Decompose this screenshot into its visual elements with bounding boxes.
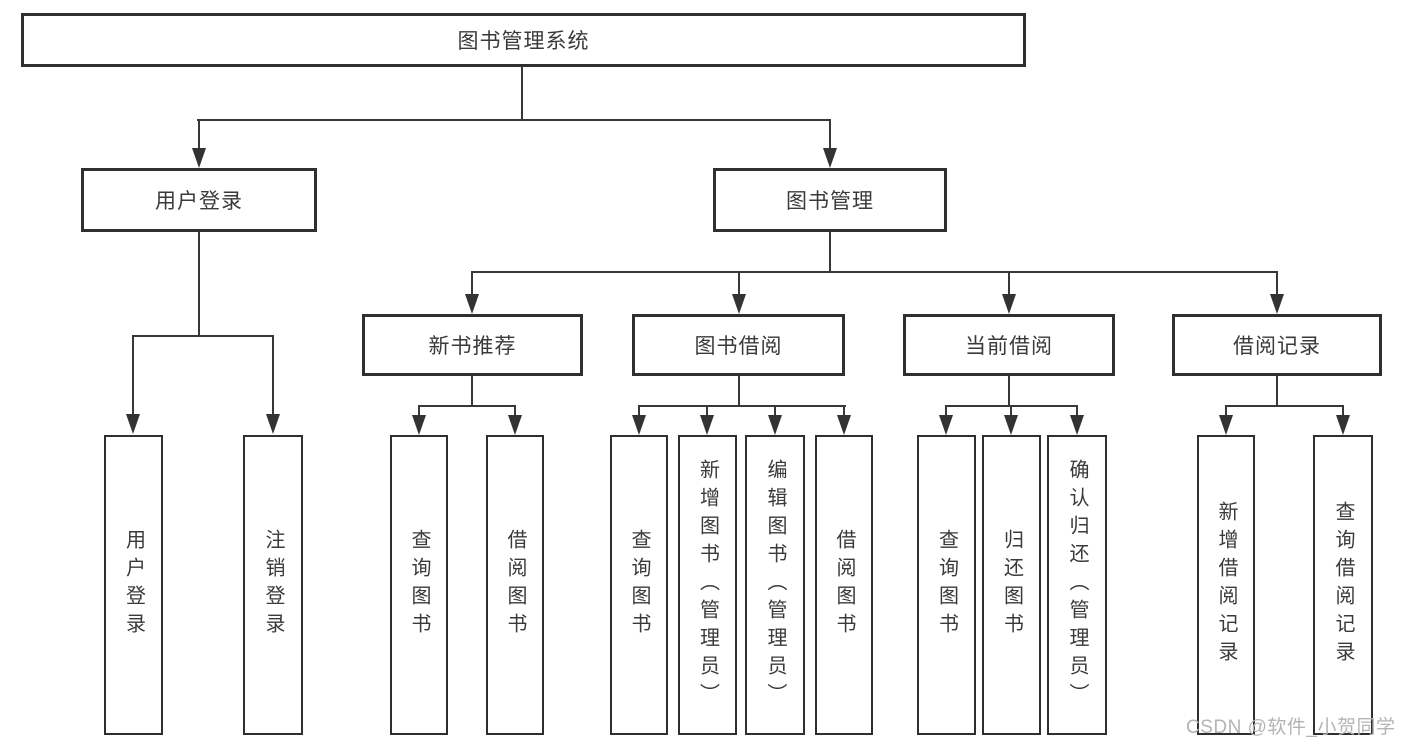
arrow-down-icon [192, 148, 206, 168]
leaf-label: 注销登录 [262, 529, 284, 641]
leaf-query-books: 查询图书 [610, 435, 668, 735]
watermark: CSDN @软件_小贺同学 [1186, 717, 1396, 738]
arrow-down-icon [1270, 294, 1284, 314]
node-current-borrowing: 当前借阅 [903, 314, 1115, 376]
arrow-down-icon [632, 415, 646, 435]
connector-group-stem [471, 376, 473, 407]
leaf-query-books: 查询图书 [390, 435, 448, 735]
connector-leaf-stem [514, 405, 516, 417]
leaf-label: 查询图书 [935, 529, 958, 641]
leaf-edit-books-admin: 编辑图书（管理员） [745, 435, 805, 735]
node-book-borrowing-label: 图书借阅 [694, 335, 783, 358]
connector-group-stem [738, 376, 740, 407]
arrow-down-icon [1219, 415, 1233, 435]
connector-leaf-stem [1342, 405, 1344, 417]
leaf-label: 确认归还（管理员） [1066, 459, 1088, 711]
leaf-label: 新增图书（管理员） [696, 459, 719, 711]
connector-l3-stem [1276, 271, 1278, 296]
arrow-down-icon [1004, 415, 1018, 435]
arrow-down-icon [412, 415, 426, 435]
arrow-down-icon [126, 414, 140, 434]
arrow-down-icon [823, 148, 837, 168]
connector-user-login-stem [198, 119, 200, 150]
leaf-label: 用户登录 [122, 529, 145, 641]
connector-leaf-stem [706, 405, 708, 417]
connector-leaf-stem [945, 405, 947, 417]
leaf-label: 借阅图书 [504, 529, 526, 641]
connector-group-hline [418, 405, 516, 407]
leaf-query-books: 查询图书 [917, 435, 976, 735]
arrow-down-icon [266, 414, 280, 434]
leaf-user-login: 用户登录 [104, 435, 163, 735]
connector-leaf-stem [132, 335, 134, 415]
node-book-management-label: 图书管理 [786, 190, 874, 213]
connector-user-login-down [198, 232, 200, 337]
connector-l3-stem [738, 271, 740, 296]
connector-book-mgmt-stem [829, 119, 831, 150]
connector-root-stem [521, 66, 523, 120]
connector-book-mgmt-down [829, 232, 831, 273]
node-book-borrowing: 图书借阅 [632, 314, 845, 376]
leaf-label: 借阅图书 [833, 529, 855, 641]
connector-leaf-stem [1010, 405, 1012, 417]
leaf-add-books-admin: 新增图书（管理员） [678, 435, 737, 735]
connector-leaf-stem [843, 405, 845, 417]
leaf-confirm-return-admin: 确认归还（管理员） [1047, 435, 1107, 735]
leaf-label: 归还图书 [1000, 529, 1023, 641]
leaf-label: 查询图书 [408, 529, 430, 641]
node-user-login: 用户登录 [81, 168, 317, 232]
node-new-book-recommend-label: 新书推荐 [428, 335, 517, 358]
arrow-down-icon [939, 415, 953, 435]
connector-leaf-stem [272, 335, 274, 415]
arrow-down-icon [1336, 415, 1350, 435]
leaf-return-books: 归还图书 [982, 435, 1041, 735]
connector-group-hline [638, 405, 846, 407]
leaf-logout: 注销登录 [243, 435, 303, 735]
leaf-borrow-books: 借阅图书 [486, 435, 544, 735]
leaf-label: 查询借阅记录 [1332, 501, 1354, 669]
connector-leaf-stem [1225, 405, 1227, 417]
connector-group-stem [1276, 376, 1278, 407]
connector-leaf-stem [638, 405, 640, 417]
arrow-down-icon [1070, 415, 1084, 435]
connector-group-stem [1008, 376, 1010, 407]
node-user-login-label: 用户登录 [155, 190, 243, 213]
leaf-label: 查询图书 [628, 529, 650, 641]
arrow-down-icon [465, 294, 479, 314]
connector-leaf-stem [1076, 405, 1078, 417]
connector-book-mgmt-hline [471, 271, 1278, 273]
arrow-down-icon [837, 415, 851, 435]
node-borrow-records-label: 借阅记录 [1233, 335, 1321, 358]
leaf-borrow-books: 借阅图书 [815, 435, 873, 735]
connector-leaf-stem [418, 405, 420, 417]
arrow-down-icon [768, 415, 782, 435]
node-library-system-label: 图书管理系统 [457, 30, 590, 53]
leaf-add-borrow-record: 新增借阅记录 [1197, 435, 1255, 735]
arrow-down-icon [732, 294, 746, 314]
connector-group-hline [1225, 405, 1344, 407]
arrow-down-icon [508, 415, 522, 435]
connector-l3-stem [1008, 271, 1010, 296]
leaf-query-borrow-record: 查询借阅记录 [1313, 435, 1373, 735]
node-new-book-recommend: 新书推荐 [362, 314, 583, 376]
node-borrow-records: 借阅记录 [1172, 314, 1382, 376]
arrow-down-icon [1002, 294, 1016, 314]
connector-l3-stem [471, 271, 473, 296]
leaf-label: 编辑图书（管理员） [764, 459, 786, 711]
node-book-management: 图书管理 [713, 168, 947, 232]
leaf-label: 新增借阅记录 [1215, 501, 1237, 669]
node-library-system: 图书管理系统 [21, 13, 1026, 67]
connector-root-hline [197, 119, 831, 121]
connector-user-login-hline [132, 335, 274, 337]
arrow-down-icon [700, 415, 714, 435]
connector-leaf-stem [774, 405, 776, 417]
node-current-borrowing-label: 当前借阅 [965, 335, 1053, 358]
